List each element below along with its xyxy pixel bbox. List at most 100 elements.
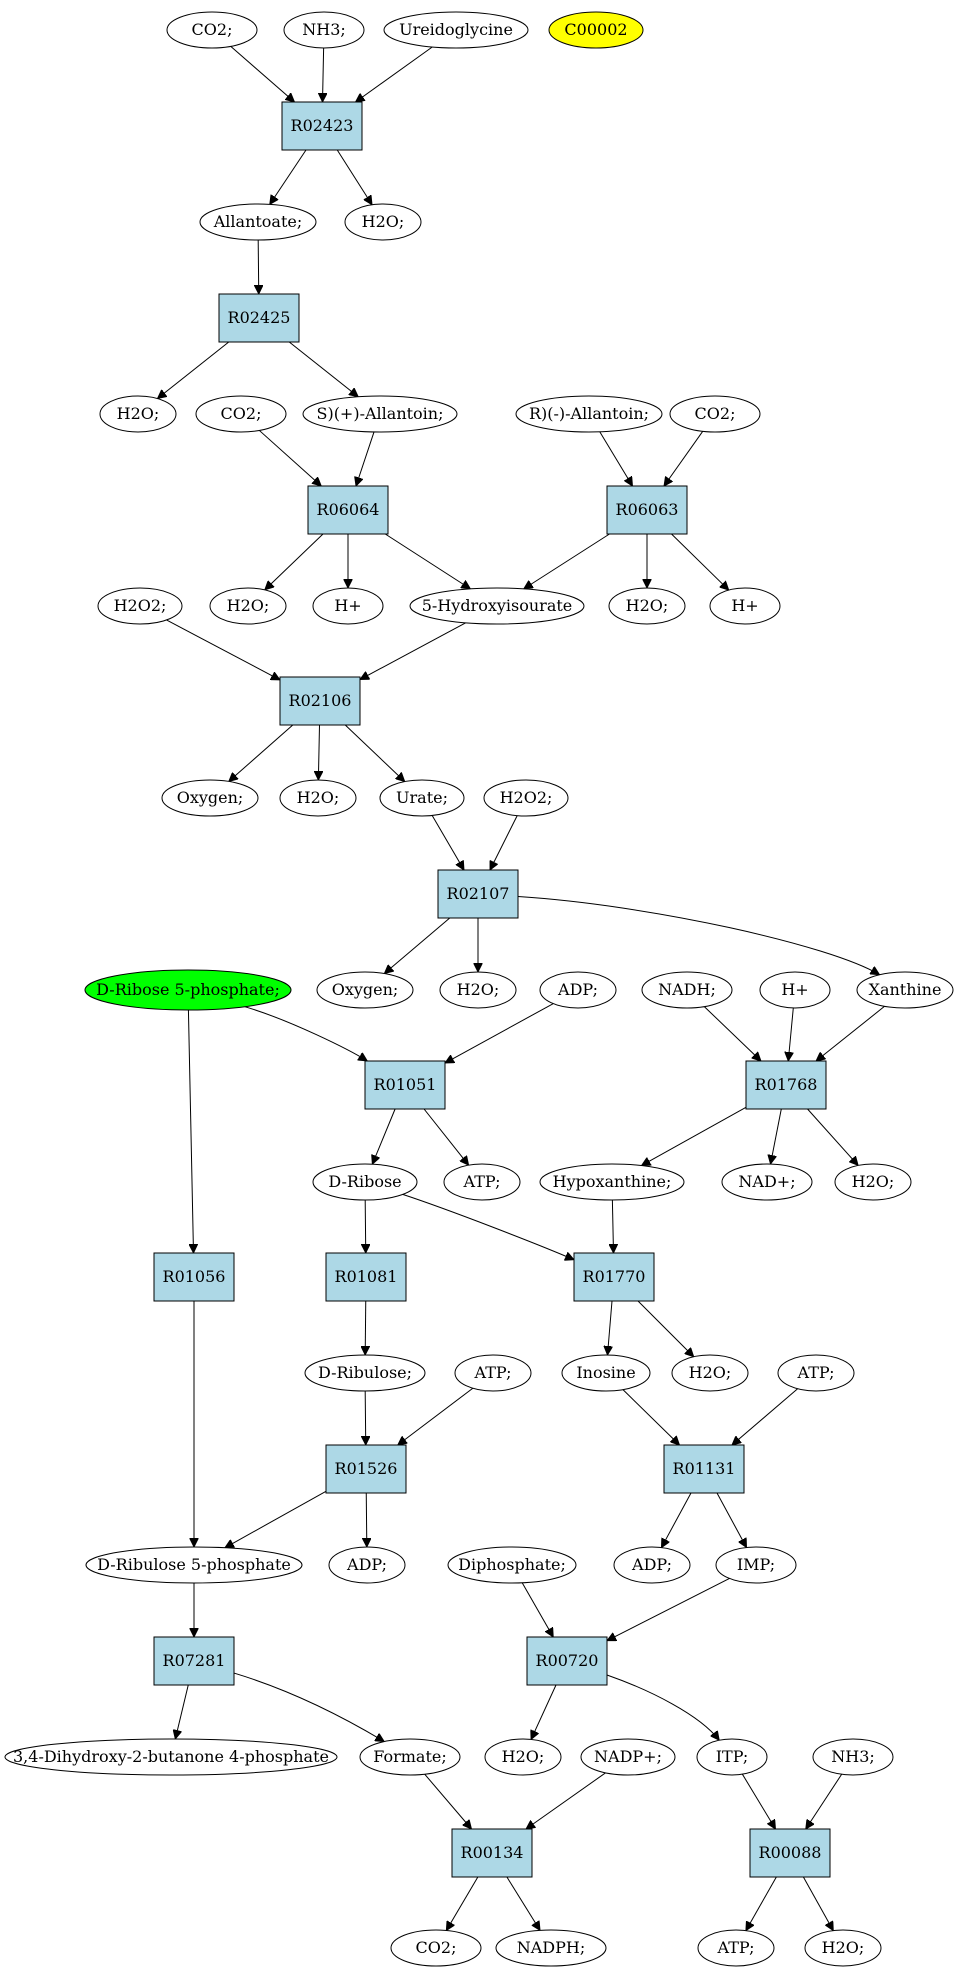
reaction-node[interactable]: R00134: [451, 1828, 533, 1878]
compound-ellipse: [283, 11, 365, 49]
compound-node[interactable]: NAD+;: [721, 1163, 813, 1201]
compound-ellipse: [390, 1929, 482, 1967]
compound-node[interactable]: IMP;: [715, 1546, 797, 1584]
compound-node[interactable]: Inosine: [561, 1354, 651, 1392]
compound-node[interactable]: ADP;: [613, 1546, 691, 1584]
compound-node[interactable]: CO2;: [390, 1929, 482, 1967]
compound-node[interactable]: CO2;: [195, 395, 287, 433]
compound-node[interactable]: H+: [709, 587, 781, 625]
reaction-box: [153, 1636, 235, 1686]
compound-node[interactable]: H+: [312, 587, 384, 625]
compound-label: R)(-)-Allantoin;: [529, 404, 649, 423]
compound-ellipse: [856, 971, 954, 1009]
compound-node[interactable]: H2O;: [804, 1929, 882, 1967]
compound-node[interactable]: S)(+)-Allantoin;: [302, 395, 458, 433]
reaction-box: [325, 1444, 407, 1494]
compound-node[interactable]: H2O;: [209, 587, 287, 625]
reaction-node[interactable]: R01131: [663, 1444, 745, 1494]
edge-c_nh3_1-to-r_R02423: [323, 47, 324, 102]
edge-r_R01770-to-c_inosine: [607, 1300, 612, 1355]
compound-node[interactable]: D-Ribulose 5-phosphate: [85, 1546, 303, 1584]
compound-node[interactable]: H2O2;: [483, 779, 569, 817]
compound-node[interactable]: CO2;: [166, 11, 258, 49]
compound-node[interactable]: Formate;: [359, 1738, 461, 1776]
compound-node[interactable]: D-Ribulose;: [304, 1354, 426, 1392]
compound-label: NH3;: [302, 20, 346, 39]
compound-node[interactable]: ATP;: [443, 1163, 521, 1201]
compound-node[interactable]: D-Ribose: [312, 1163, 418, 1201]
compound-label: H+: [334, 596, 361, 615]
compound-node[interactable]: Oxygen;: [161, 779, 259, 817]
compound-node[interactable]: H2O;: [608, 587, 686, 625]
compound-node[interactable]: Hypoxanthine;: [539, 1163, 685, 1201]
compound-node[interactable]: NADH;: [641, 971, 733, 1009]
compound-ellipse: [641, 971, 733, 1009]
reaction-node[interactable]: R02106: [279, 676, 361, 726]
compound-node[interactable]: ATP;: [777, 1354, 855, 1392]
edge-r_R00088-to-c_atp_4: [746, 1876, 777, 1931]
reaction-box: [279, 676, 361, 726]
reaction-node[interactable]: R01081: [325, 1252, 407, 1302]
compound-node[interactable]: Allantoate;: [199, 203, 317, 241]
compound-label: Oxygen;: [332, 980, 399, 999]
compound-node[interactable]: H2O;: [344, 203, 422, 241]
compound-node[interactable]: Ureidoglycine: [383, 11, 529, 49]
reaction-node[interactable]: R01526: [325, 1444, 407, 1494]
compound-node[interactable]: H2O;: [439, 971, 517, 1009]
reaction-node[interactable]: R06063: [606, 485, 688, 535]
compound-label: Hypoxanthine;: [553, 1172, 672, 1191]
edge-c_atp_2-to-r_R01526: [398, 1387, 474, 1445]
reaction-node[interactable]: R01768: [745, 1060, 827, 1110]
compound-node[interactable]: 5-Hydroxyisourate: [409, 587, 585, 625]
edge-r_R01051-to-c_atp_1: [423, 1108, 469, 1165]
reaction-node[interactable]: R01051: [364, 1060, 446, 1110]
reaction-node[interactable]: R00720: [526, 1636, 608, 1686]
compound-node[interactable]: ATP;: [454, 1354, 532, 1392]
compound-node[interactable]: H2O;: [484, 1738, 562, 1776]
compound-node[interactable]: Xanthine: [856, 971, 954, 1009]
reaction-node[interactable]: R02107: [437, 869, 519, 919]
compound-node[interactable]: CO2;: [669, 395, 761, 433]
compound-node[interactable]: C00002: [548, 11, 644, 49]
compound-node[interactable]: Diphosphate;: [447, 1546, 577, 1584]
compound-node[interactable]: ADP;: [328, 1546, 406, 1584]
reaction-node[interactable]: R07281: [153, 1636, 235, 1686]
compound-node[interactable]: H2O;: [671, 1354, 749, 1392]
compound-node[interactable]: Oxygen;: [316, 971, 414, 1009]
compound-node[interactable]: D-Ribose 5-phosphate;: [84, 969, 292, 1011]
compound-node[interactable]: H2O;: [834, 1163, 912, 1201]
compound-node[interactable]: NADP+;: [580, 1738, 676, 1776]
compound-node[interactable]: H2O2;: [97, 587, 183, 625]
compound-node[interactable]: NH3;: [812, 1738, 894, 1776]
compound-label: NADH;: [658, 980, 716, 999]
edge-r_R01526-to-c_ribulose5p: [225, 1490, 327, 1547]
compound-node[interactable]: H2O;: [279, 779, 357, 817]
reaction-node[interactable]: R00088: [749, 1828, 831, 1878]
compound-node[interactable]: H2O;: [99, 395, 177, 433]
compound-node[interactable]: ADP;: [539, 971, 617, 1009]
reaction-node[interactable]: R02425: [218, 293, 300, 343]
edges-layer: [157, 45, 885, 1931]
compound-node[interactable]: 3,4-Dihydroxy-2-butanone 4-phosphate: [4, 1738, 338, 1776]
compound-node[interactable]: H+: [759, 971, 831, 1009]
reaction-label: R01051: [374, 1075, 437, 1094]
edge-c_nadpplus-to-r_R00134: [526, 1772, 606, 1829]
edge-c_h2o2_1-to-r_R02106: [166, 619, 280, 680]
edge-r_R02107-to-c_oxygen_2: [384, 917, 451, 974]
compound-node[interactable]: ITP;: [696, 1738, 768, 1776]
compound-node[interactable]: NH3;: [283, 11, 365, 49]
compound-node[interactable]: NADPH;: [495, 1929, 607, 1967]
edge-r_R02425-to-c_s_allantoin: [288, 341, 358, 397]
compound-node[interactable]: R)(-)-Allantoin;: [515, 395, 663, 433]
compound-node[interactable]: Urate;: [379, 779, 465, 817]
compound-node[interactable]: ATP;: [697, 1929, 775, 1967]
reaction-node[interactable]: R06064: [307, 485, 389, 535]
reaction-label: R06064: [317, 500, 380, 519]
edge-c_dribulose-to-r_R01526: [365, 1390, 366, 1445]
compound-label: S)(+)-Allantoin;: [316, 404, 443, 423]
compound-ellipse: [759, 971, 831, 1009]
reaction-node[interactable]: R01056: [153, 1252, 235, 1302]
compound-label: ATP;: [474, 1363, 512, 1382]
reaction-node[interactable]: R01770: [573, 1252, 655, 1302]
reaction-node[interactable]: R02423: [281, 101, 363, 151]
